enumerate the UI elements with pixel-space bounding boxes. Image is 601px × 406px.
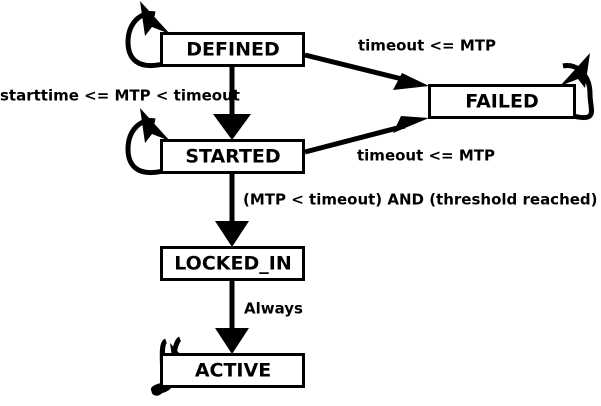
defined-to-failed-line [304,52,407,83]
transition-failed-self[interactable] [560,53,594,120]
failed-self-loop-arrowhead [560,53,590,88]
failed-box [428,84,576,119]
state-node-active[interactable]: ACTIVE [160,353,305,388]
edge-label-started-to-locked-in: (MTP < timeout) AND (threshold reached) [243,191,598,209]
state-node-started[interactable]: STARTED [160,139,305,174]
failed-label: FAILED [465,91,538,113]
transition-started-to-locked-in[interactable] [215,174,249,247]
started-to-failed-arrowhead [393,116,429,133]
edge-label-started-to-failed: timeout <= MTP [357,147,495,165]
defined-to-failed-arrowhead [393,73,429,90]
defined-to-started-arrowhead [213,114,251,140]
active-label: ACTIVE [195,360,271,382]
transition-locked-in-to-active[interactable] [215,281,249,354]
state-node-failed[interactable]: FAILED [428,84,576,119]
locked-in-label: LOCKED_IN [174,253,291,275]
state-node-locked-in[interactable]: LOCKED_IN [160,246,305,281]
started-label: STARTED [185,146,280,168]
active-box [160,353,305,388]
started-to-locked-in-arrowhead [215,221,249,247]
transition-defined-to-started[interactable] [213,67,251,140]
transition-defined-to-failed[interactable] [304,52,429,90]
started-to-failed-line [304,123,406,155]
transition-defined-self[interactable] [125,1,170,68]
edge-label-defined-to-failed: timeout <= MTP [358,37,496,55]
edge-label-locked-in-to-active: Always [244,300,303,318]
defined-label: DEFINED [186,39,279,61]
started-box [160,139,305,174]
locked-in-to-active-arrowhead [215,328,249,354]
state-node-defined[interactable]: DEFINED [160,32,305,67]
transition-started-self[interactable] [125,108,170,175]
edge-label-defined-to-started: starttime <= MTP < timeout [0,87,240,105]
started-self-loop-arrowhead [140,108,170,143]
failed-self-loop-path [562,63,594,120]
locked-in-box [160,246,305,281]
transition-started-to-failed[interactable] [304,116,429,155]
defined-self-loop-arrowhead [140,1,170,36]
defined-box [160,32,305,67]
